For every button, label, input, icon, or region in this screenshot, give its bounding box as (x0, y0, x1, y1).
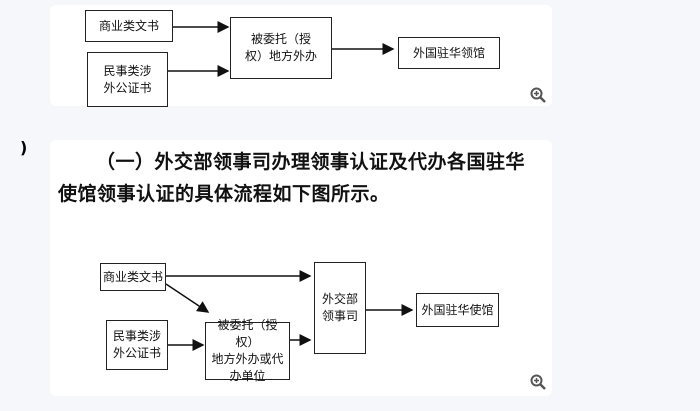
bottom-box-commercial-documents: 商业类文书 (100, 263, 166, 291)
cropped-text-line (78, 122, 548, 132)
zoom-in-icon[interactable] (530, 374, 546, 390)
bottom-diagram-panel: 商业类文书 民事类涉 外公证书 被委托（授权） 地方外办或代 办单位 外交部 领… (50, 140, 552, 396)
top-box-commercial-documents: 商业类文书 (85, 10, 173, 42)
top-diagram-arrows (168, 21, 395, 77)
arrow-commercial-to-entrusted (165, 283, 210, 313)
bottom-box-entrusted-office: 被委托（授权） 地方外办或代 办单位 (205, 318, 290, 383)
top-box-entrusted-office: 被委托（授 权）地方外办 (230, 17, 332, 79)
top-box-foreign-consulate: 外国驻华领馆 (398, 37, 500, 69)
stray-parenthesis: ) (20, 138, 28, 157)
zoom-in-icon[interactable] (530, 87, 546, 103)
bottom-box-foreign-embassy: 外国驻华使馆 (416, 293, 499, 327)
bottom-box-civil-notarial: 民事类涉 外公证书 (106, 320, 168, 370)
section-heading: （一）外交部领事司办理领事认证及代办各国驻华使馆领事认证的具体流程如下图所示。 (58, 151, 526, 205)
top-box-civil-notarial: 民事类涉 外公证书 (87, 52, 168, 107)
bottom-box-mfa-consular-dept: 外交部 领事司 (314, 262, 366, 354)
bottom-diagram-arrows (164, 270, 414, 351)
top-diagram-panel: 商业类文书 民事类涉 外公证书 被委托（授 权）地方外办 外国驻华领馆 (50, 5, 552, 107)
